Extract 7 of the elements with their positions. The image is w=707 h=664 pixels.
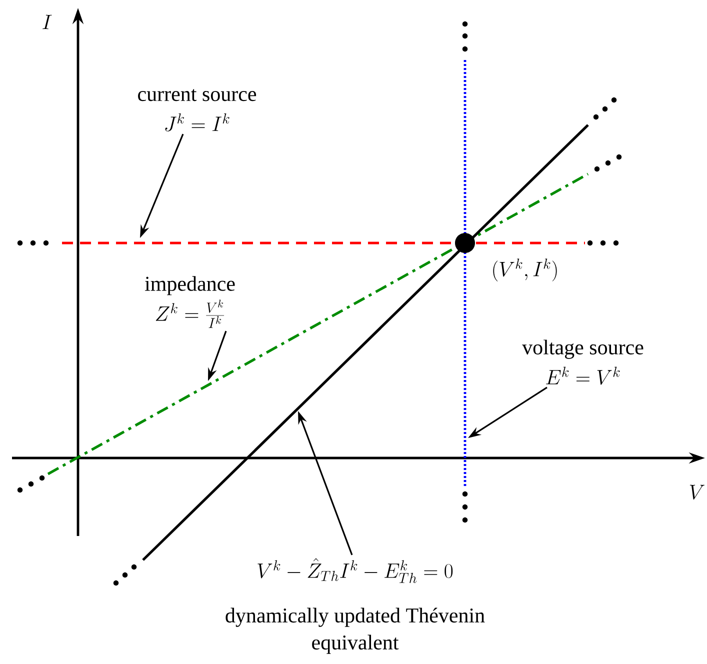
point-label: $(V^k, I^k)$ bbox=[493, 258, 557, 282]
annotation-text: current source $J^k = I^k$ bbox=[138, 89, 256, 132]
annotation-text: voltage source $E^k = V^k$ bbox=[522, 340, 644, 385]
annotation-text: $V^k - \hat{Z}_{Th} I^k - E^k_{Th} = 0$ dynamically updated Thévenin equivalent bbox=[226, 558, 485, 654]
axis-label: $I$ bbox=[42, 14, 52, 30]
annotation-text: impedance $Z^k = \frac{V^k}{I^k}$ bbox=[144, 276, 235, 328]
axis-label: $V$ bbox=[690, 484, 704, 500]
